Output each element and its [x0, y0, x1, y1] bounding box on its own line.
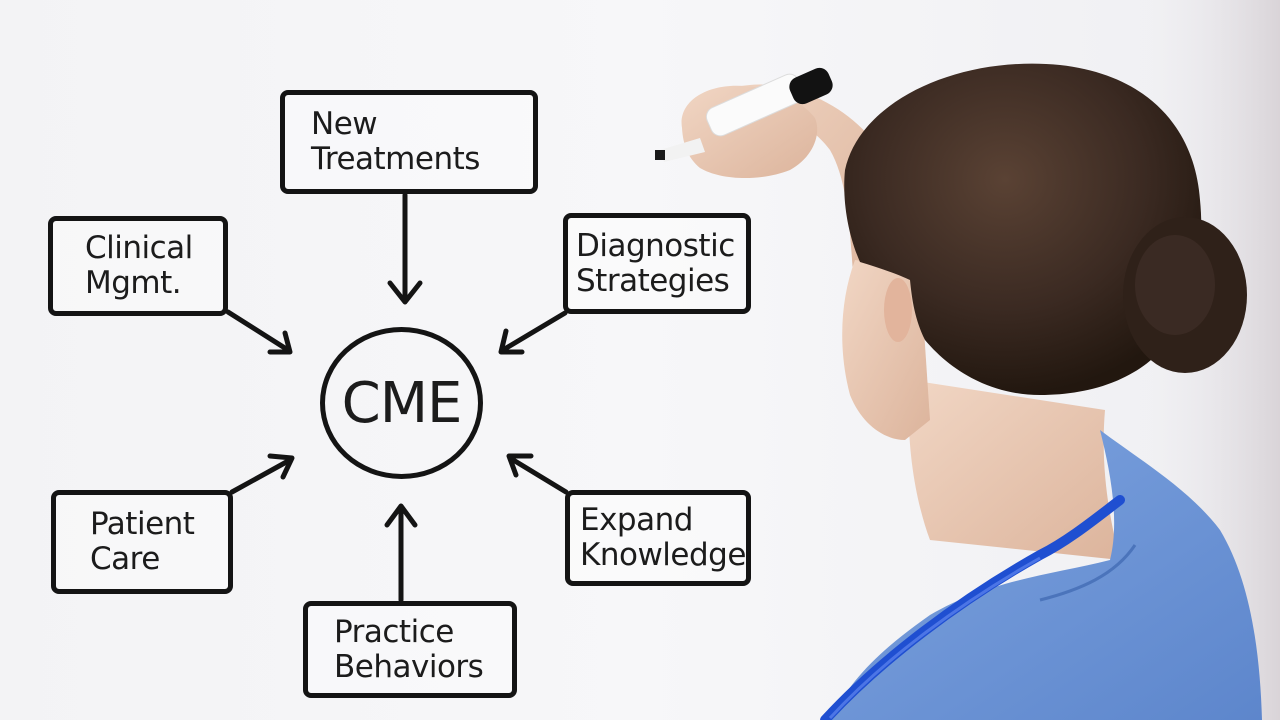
node-expand-knowledge: Expand Knowledge: [565, 490, 751, 586]
arrow-diagnostic-strategies: [498, 310, 568, 355]
node-label-line1: Patient: [90, 506, 195, 542]
node-label-line2: Strategies: [576, 262, 730, 299]
arrow-clinical-mgmt: [225, 309, 293, 355]
hair: [844, 63, 1202, 395]
node-label-line2: Treatments: [311, 141, 480, 177]
node-clinical-mgmt: Clinical Mgmt.: [48, 216, 228, 316]
arrow-expand-knowledge: [506, 453, 569, 495]
center-label: CME: [341, 370, 463, 436]
node-label-line2: Mgmt.: [85, 265, 182, 301]
node-label-line2: Care: [90, 541, 160, 577]
node-patient-care: Patient Care: [51, 490, 233, 594]
marker-icon: [655, 67, 833, 162]
node-label-line1: New: [311, 106, 378, 142]
node-label-line1: Diagnostic: [576, 227, 735, 264]
node-label-line1: Expand: [580, 502, 693, 538]
arrow-patient-care: [229, 453, 295, 495]
stethoscope-icon: [820, 495, 1125, 720]
ear: [884, 278, 912, 342]
arrow-new-treatments: [387, 192, 423, 305]
center-node-cme: CME: [320, 327, 483, 479]
node-label-line1: Clinical: [85, 230, 193, 266]
neck: [908, 380, 1120, 560]
node-label-line2: Knowledge: [580, 537, 746, 573]
scrubs: [830, 430, 1262, 720]
arrow-practice-behaviors: [384, 503, 418, 603]
node-diagnostic-strategies: Diagnostic Strategies: [563, 213, 751, 314]
node-label-line2: Behaviors: [334, 648, 484, 685]
node-practice-behaviors: Practice Behaviors: [303, 601, 517, 698]
node-label-line1: Practice: [334, 613, 454, 650]
node-new-treatments: New Treatments: [280, 90, 538, 194]
arm: [700, 84, 880, 300]
